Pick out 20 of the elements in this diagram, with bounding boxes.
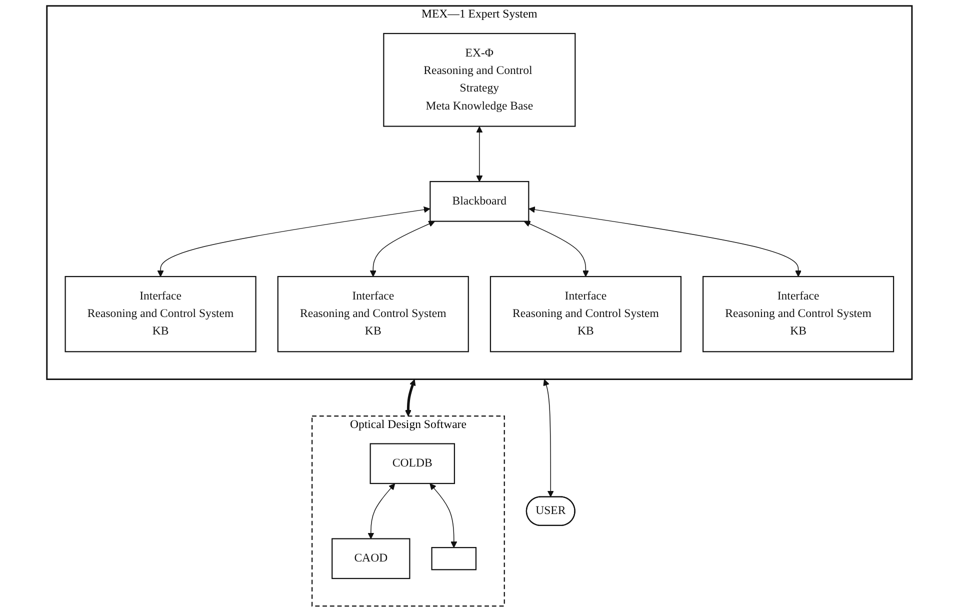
arrow xyxy=(524,220,590,277)
arrow xyxy=(370,220,436,277)
node-box xyxy=(332,538,410,580)
arrow xyxy=(430,483,458,548)
arrow xyxy=(543,379,554,498)
arrow xyxy=(528,206,802,277)
node-box xyxy=(431,547,477,570)
cluster xyxy=(46,5,913,380)
arrow xyxy=(476,126,483,182)
node-box xyxy=(370,443,456,484)
cluster xyxy=(312,416,505,607)
arrow xyxy=(157,206,430,277)
node-box xyxy=(277,276,469,352)
node-box xyxy=(702,276,894,352)
node-box xyxy=(383,32,576,127)
arrow xyxy=(368,483,396,540)
node-box xyxy=(490,276,682,352)
node-box xyxy=(430,180,530,222)
node-box xyxy=(64,276,256,352)
arrow xyxy=(405,379,416,416)
